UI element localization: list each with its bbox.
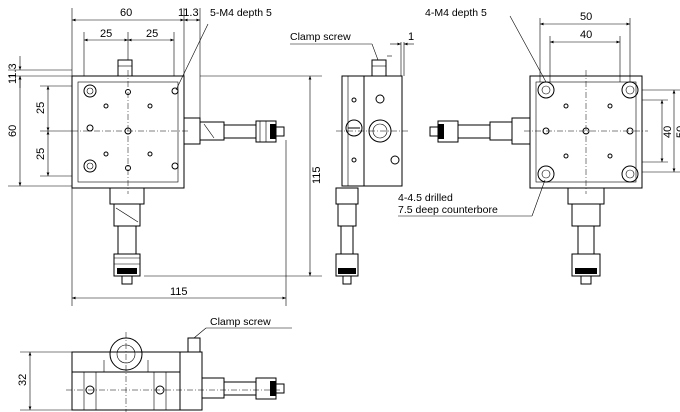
front-view: Clamp screw 32 <box>17 316 292 412</box>
clamp-label-side: Clamp screw <box>290 31 351 43</box>
front-clamp-screw <box>187 337 201 353</box>
dim-40-right: 40 <box>662 126 674 138</box>
clamp-label-front: Clamp screw <box>210 316 271 328</box>
dim-115-bottom: 115 <box>170 286 188 298</box>
dim-11-3-top: 11.3 <box>178 7 199 19</box>
side-clamp-knob <box>345 119 363 137</box>
top-dimensions <box>8 8 322 306</box>
side-view: Clamp screw 1 <box>290 31 414 285</box>
side-clamp-screw <box>371 59 387 77</box>
dim-1: 1 <box>408 31 414 43</box>
top-micrometer-bottom <box>109 187 145 285</box>
side-micrometer <box>335 187 359 285</box>
bore-note-line2: 7.5 deep counterbore <box>398 204 498 216</box>
dim-60-top: 60 <box>120 7 132 19</box>
dim-11-3-left: 11.3 <box>7 63 19 84</box>
bore-note-line1: 4-4.5 drilled <box>398 192 453 204</box>
bottom-micrometer-down <box>567 187 605 285</box>
dim-25-a: 25 <box>100 28 112 40</box>
top-mounting-holes <box>83 84 179 173</box>
tap-note-bottom: 4-M4 depth 5 <box>425 7 487 19</box>
dim-50-top: 50 <box>580 11 592 23</box>
dim-25-left-b: 25 <box>35 148 47 160</box>
top-clamp-screw <box>117 59 133 77</box>
dim-25-left-a: 25 <box>35 102 47 114</box>
dim-25-b: 25 <box>146 28 158 40</box>
tap-note-top: 5-M4 depth 5 <box>210 7 272 19</box>
bottom-dimensions <box>398 15 680 217</box>
front-micrometer <box>201 377 285 400</box>
dim-50-right: 50 <box>675 126 680 138</box>
dim-115-right: 115 <box>311 166 323 184</box>
top-micrometer-right <box>183 117 285 145</box>
dim-32: 32 <box>17 374 29 386</box>
top-view: 60 11.3 25 25 5-M4 depth 5 11.3 60 25 25… <box>7 7 323 306</box>
dim-40-top: 40 <box>580 29 592 41</box>
bottom-view: 4-M4 depth 5 50 40 40 50 4-4.5 drilled 7… <box>398 7 680 285</box>
bottom-micrometer-left <box>429 117 531 145</box>
bottom-counterbores <box>537 81 639 183</box>
dim-60-left: 60 <box>7 125 19 137</box>
front-holes <box>83 360 167 410</box>
